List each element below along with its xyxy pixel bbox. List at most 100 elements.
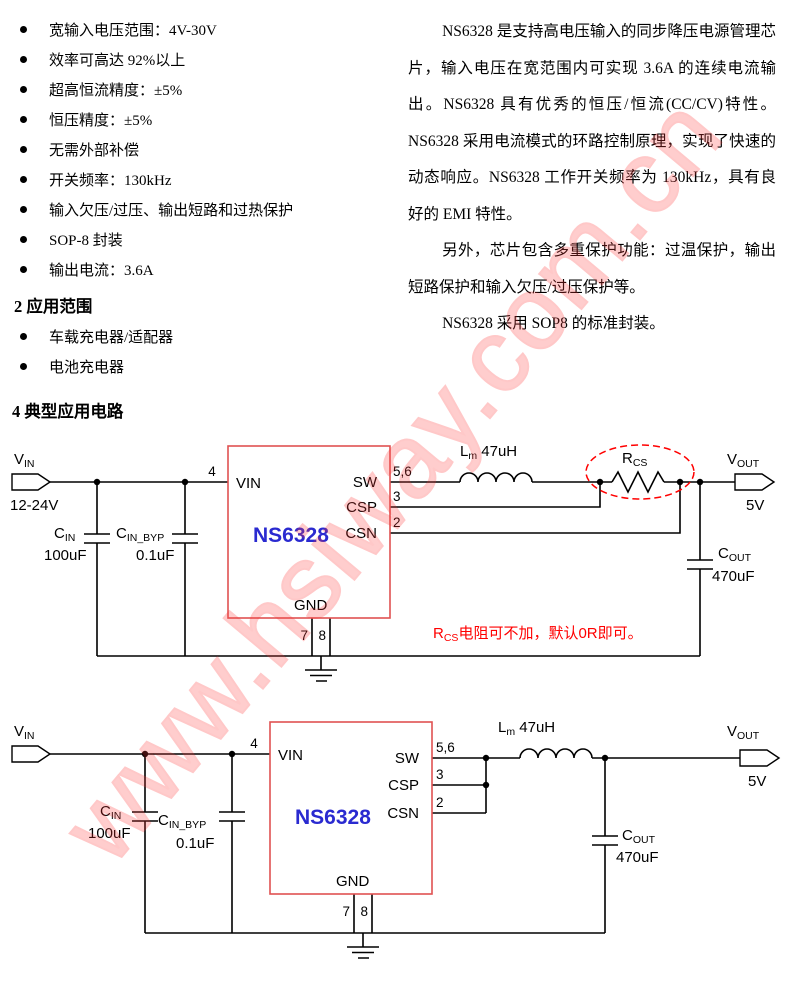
cout-capacitor: [687, 482, 713, 656]
pin-8-number: 8: [360, 904, 368, 919]
application-item: 车载充电器/适配器: [12, 321, 392, 351]
feature-text: 输出电流：3.6A: [49, 262, 154, 279]
feature-text: 恒压精度：±5%: [49, 112, 153, 129]
vin-terminal-arrow: [11, 745, 52, 763]
cout-capacitor: [592, 758, 618, 933]
cin-capacitor: [84, 482, 110, 656]
inductor-coil: [519, 748, 593, 759]
feature-item: 输入欠压/过压、输出短路和过热保护: [12, 194, 392, 224]
wire-csp: [390, 484, 601, 508]
pin-56-number: 5,6: [436, 740, 455, 755]
cout-value: 470uF: [616, 849, 659, 866]
pin-sw-label: SW: [395, 750, 420, 767]
vin-terminal-arrow: [11, 473, 52, 491]
application-text: 车载充电器/适配器: [49, 329, 174, 346]
junction-dot: [601, 754, 609, 762]
bullet-icon: [20, 265, 27, 273]
cin-value: 100uF: [44, 547, 87, 564]
vout-value: 5V: [746, 497, 764, 514]
vin-range-label: 12-24V: [10, 497, 58, 514]
bullet-icon: [20, 332, 27, 340]
ground-symbol: [347, 933, 379, 959]
features-list: 宽输入电压范围：4V-30V 效率可高达 92%以上 超高恒流精度：±5% 恒压…: [12, 14, 392, 284]
pin-2-number: 2: [436, 795, 444, 810]
inductor-label: Lm 47uH: [498, 719, 555, 738]
bullet-icon: [20, 145, 27, 153]
features-column: 宽输入电压范围：4V-30V 效率可高达 92%以上 超高恒流精度：±5% 恒压…: [12, 14, 392, 381]
description-paragraph: NS6328 采用 SOP8 的标准封装。: [442, 315, 665, 332]
ic-body: [227, 445, 391, 619]
feature-item: 宽输入电压范围：4V-30V: [12, 14, 392, 44]
feature-text: 开关频率：130kHz: [49, 172, 172, 189]
cout-label: COUT: [718, 545, 752, 564]
inductor-label: Lm 47uH: [460, 443, 517, 462]
circuit2-schematic: VIN CIN 100uF CIN_BYP 0.1uF 4 VIN SW 5,6…: [11, 719, 781, 959]
bullet-icon: [20, 55, 27, 63]
description-paragraph: NS6328 是支持高电压输入的同步降压电源管理芯片，输入电压在宽范围内可实现 …: [408, 23, 776, 223]
cin-byp-value: 0.1uF: [176, 835, 214, 852]
vout-terminal-arrow: [734, 473, 776, 491]
pin-csn-label: CSN: [387, 805, 419, 822]
cin-label: CIN: [100, 803, 121, 822]
chip-name: NS6328: [295, 806, 371, 829]
gnd-pin-stubs: [311, 618, 331, 656]
junction-dot: [676, 478, 684, 486]
bullet-icon: [20, 235, 27, 243]
bullet-icon: [20, 362, 27, 370]
pin-vin-label: VIN: [278, 747, 303, 764]
cin-label: CIN: [54, 525, 75, 544]
cout-value: 470uF: [712, 568, 755, 585]
cin-byp-label: CIN_BYP: [158, 812, 206, 831]
feature-text: 超高恒流精度：±5%: [49, 82, 183, 99]
junction-dot: [141, 750, 149, 758]
feature-text: 宽输入电压范围：4V-30V: [49, 22, 217, 39]
vin-label: VIN: [14, 723, 35, 742]
feature-item: 输出电流：3.6A: [12, 254, 392, 284]
circuit1-schematic: VIN 12-24V CIN 100uF CIN_BYP 0.1uF 4 VIN…: [10, 443, 776, 682]
pin-csn-label: CSN: [345, 525, 377, 542]
junction-dot: [696, 478, 704, 486]
junction-dot: [482, 781, 490, 789]
applications-list: 车载充电器/适配器 电池充电器: [12, 321, 392, 381]
pin-3-number: 3: [393, 489, 401, 504]
vout-terminal-arrow: [739, 749, 781, 767]
rcs-resistor: [611, 470, 665, 494]
pin-gnd-label: GND: [336, 873, 370, 890]
pin-csp-label: CSP: [346, 499, 377, 516]
pin-3-number: 3: [436, 767, 444, 782]
pin-csp-label: CSP: [388, 777, 419, 794]
feature-item: 恒压精度：±5%: [12, 104, 392, 134]
ground-symbol: [305, 656, 337, 682]
applications-heading: 2 应用范围: [14, 297, 93, 316]
wire-csn: [390, 484, 681, 534]
feature-text: SOP-8 封装: [49, 232, 123, 249]
pin-56-number: 5,6: [393, 464, 412, 479]
cin-value: 100uF: [88, 825, 131, 842]
cout-label: COUT: [622, 827, 656, 846]
vin-label: VIN: [14, 451, 35, 470]
rcs-label: RCS: [622, 450, 647, 469]
cin-capacitor: [132, 754, 158, 933]
feature-item: SOP-8 封装: [12, 224, 392, 254]
bullet-icon: [20, 205, 27, 213]
pin-vin-label: VIN: [236, 475, 261, 492]
top-section: 宽输入电压范围：4V-30V 效率可高达 92%以上 超高恒流精度：±5% 恒压…: [0, 0, 786, 381]
description-column: NS6328 是支持高电压输入的同步降压电源管理芯片，输入电压在宽范围内可实现 …: [392, 14, 778, 381]
feature-item: 开关频率：130kHz: [12, 164, 392, 194]
rcs-highlight-ellipse: [585, 444, 695, 500]
rcs-note: RCS电阻可不加，默认0R即可。: [433, 625, 643, 644]
bullet-icon: [20, 85, 27, 93]
cin-byp-value: 0.1uF: [136, 547, 174, 564]
pin-7-number: 7: [300, 628, 308, 643]
feature-item: 效率可高达 92%以上: [12, 44, 392, 74]
bullet-icon: [20, 25, 27, 33]
feature-text: 无需外部补偿: [49, 142, 140, 159]
chip-name: NS6328: [253, 524, 329, 547]
inductor-coil: [459, 472, 533, 483]
cin-byp-label: CIN_BYP: [116, 525, 164, 544]
feature-item: 无需外部补偿: [12, 134, 392, 164]
cin-byp-capacitor: [172, 482, 198, 656]
feature-text: 输入欠压/过压、输出短路和过热保护: [49, 202, 294, 219]
gnd-pin-stubs: [353, 894, 373, 933]
feature-item: 超高恒流精度：±5%: [12, 74, 392, 104]
